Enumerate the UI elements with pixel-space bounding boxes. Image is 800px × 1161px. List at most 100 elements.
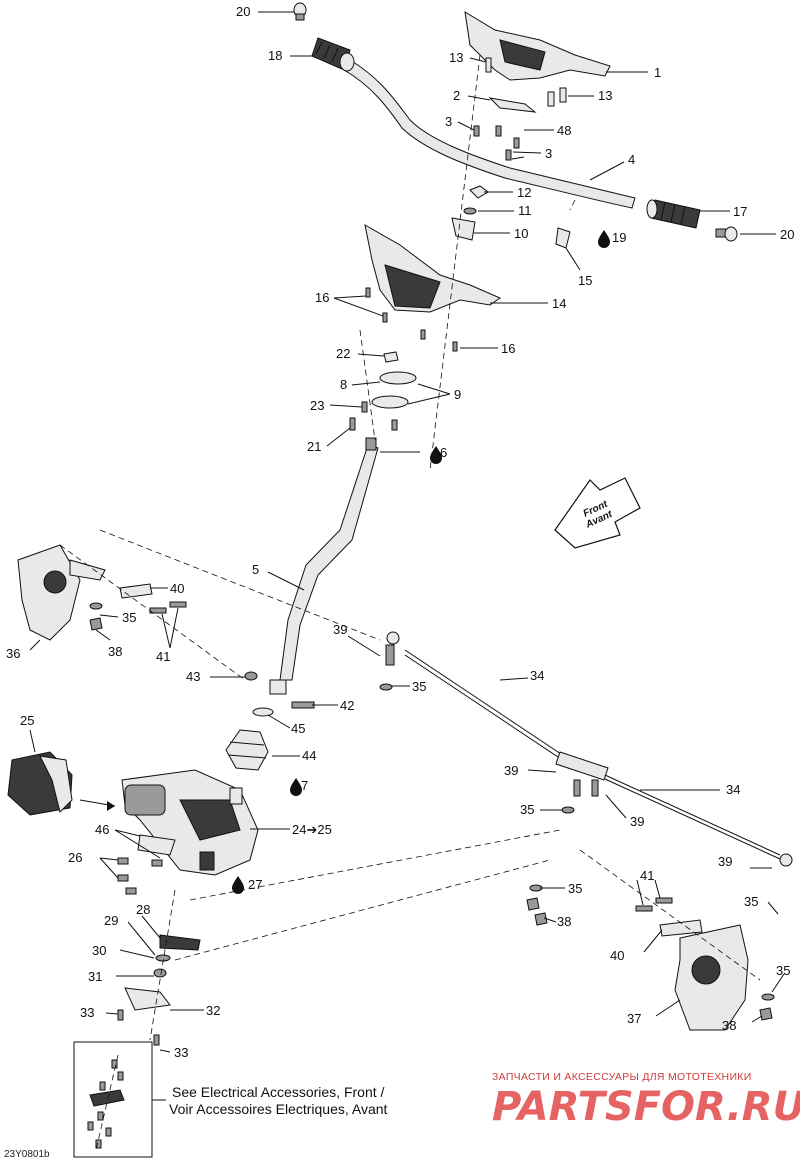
callout-39-a: 39: [333, 622, 347, 637]
callout-16-left: 16: [315, 290, 329, 305]
callout-7: 7: [301, 778, 308, 793]
callout-35-c: 35: [520, 802, 534, 817]
nut: [383, 351, 399, 363]
callout-8: 8: [340, 377, 347, 392]
callout-42: 42: [340, 698, 354, 713]
washer: [89, 602, 103, 610]
callout-23: 23: [310, 398, 324, 413]
callout-37: 37: [627, 1011, 641, 1026]
screw: [420, 329, 426, 340]
front-direction-arrow-icon: [554, 477, 641, 549]
callout-44: 44: [302, 748, 316, 763]
callout-3-upper: 3: [445, 114, 452, 129]
pin: [547, 91, 555, 107]
clamp-cover: [499, 39, 546, 71]
screw: [151, 859, 163, 867]
callout-39-d: 39: [718, 854, 732, 869]
callout-6: 6: [440, 445, 447, 460]
bolt: [169, 601, 187, 608]
callout-18: 18: [268, 48, 282, 63]
steering-arm: [659, 919, 703, 937]
bolt: [635, 905, 653, 912]
oil-drop-icon: [598, 230, 610, 248]
oil-drop-icon: [430, 446, 442, 464]
callout-1: 1: [654, 65, 661, 80]
steering-column: [279, 444, 379, 681]
callout-34-a: 34: [530, 668, 544, 683]
callout-4: 4: [628, 152, 635, 167]
screw: [505, 149, 512, 161]
callout-29: 29: [104, 913, 118, 928]
oil-drop-icon: [232, 876, 244, 894]
callout-28: 28: [136, 902, 150, 917]
callout-3-lower: 3: [545, 146, 552, 161]
steering-bushing: [451, 217, 476, 241]
inset-parts: [87, 1054, 125, 1151]
tie-rod-end: [779, 853, 793, 867]
screw: [452, 341, 458, 352]
callout-30: 30: [92, 943, 106, 958]
pin: [485, 57, 492, 73]
note-line-en: See Electrical Accessories, Front /: [172, 1084, 385, 1100]
tie-rod-stud: [385, 644, 395, 666]
callout-20-left: 20: [236, 4, 250, 19]
bar-end-right: [715, 226, 738, 242]
lower-clamp-plate: [488, 97, 537, 113]
clip: [391, 419, 398, 431]
washer: [561, 806, 575, 814]
screw: [125, 887, 137, 895]
washer: [463, 207, 477, 215]
watermark-caption: ЗАПЧАСТИ И АКСЕССУАРЫ ДЛЯ МОТОТЕХНИКИ: [492, 1071, 752, 1083]
screw: [153, 1034, 160, 1046]
callout-46: 46: [95, 822, 109, 837]
callout-24-25: 24➔25: [292, 822, 332, 837]
cover-center: [384, 264, 441, 309]
callout-13-upper: 13: [449, 50, 463, 65]
tie-rod-stud: [573, 779, 581, 797]
callout-38-c: 38: [722, 1018, 736, 1033]
screw: [117, 874, 129, 882]
callout-35-e: 35: [744, 894, 758, 909]
callout-22: 22: [336, 346, 350, 361]
note-line-fr: Voir Accessoires Electriques, Avant: [169, 1101, 388, 1117]
callout-15: 15: [578, 273, 592, 288]
callout-12: 12: [517, 185, 531, 200]
bearing: [371, 395, 409, 409]
callout-27: 27: [248, 877, 262, 892]
callout-13-right: 13: [598, 88, 612, 103]
spacer-ring: [555, 227, 571, 249]
callout-40-right: 40: [610, 948, 624, 963]
callout-19: 19: [612, 230, 626, 245]
tie-rod-adjuster: [555, 751, 609, 781]
pitman-arm: [159, 934, 201, 951]
right-knuckle: [674, 924, 749, 1031]
screw: [117, 1009, 124, 1021]
callout-26: 26: [68, 850, 82, 865]
right-grip: [646, 199, 701, 229]
callout-31: 31: [88, 969, 102, 984]
screw: [513, 137, 520, 149]
callout-25: 25: [20, 713, 34, 728]
nut: [244, 671, 258, 681]
clip: [349, 417, 356, 431]
callout-45: 45: [291, 721, 305, 736]
callout-39-c: 39: [630, 814, 644, 829]
nut: [759, 1007, 773, 1021]
callout-11: 11: [518, 203, 532, 218]
callout-38-b: 38: [557, 914, 571, 929]
leader-lines: [29, 11, 785, 1053]
screw: [117, 857, 129, 865]
callout-17: 17: [733, 204, 747, 219]
tie-rod-stud: [591, 779, 599, 797]
bolt: [655, 897, 673, 904]
ring: [252, 707, 274, 717]
power-steering-unit: [121, 769, 259, 876]
callout-33-b: 33: [174, 1045, 188, 1060]
callout-20-right: 20: [780, 227, 794, 242]
screw: [473, 125, 480, 137]
callout-43: 43: [186, 669, 200, 684]
nut: [526, 897, 540, 911]
callout-10: 10: [514, 226, 528, 241]
callout-21: 21: [307, 439, 321, 454]
callout-32: 32: [206, 1003, 220, 1018]
